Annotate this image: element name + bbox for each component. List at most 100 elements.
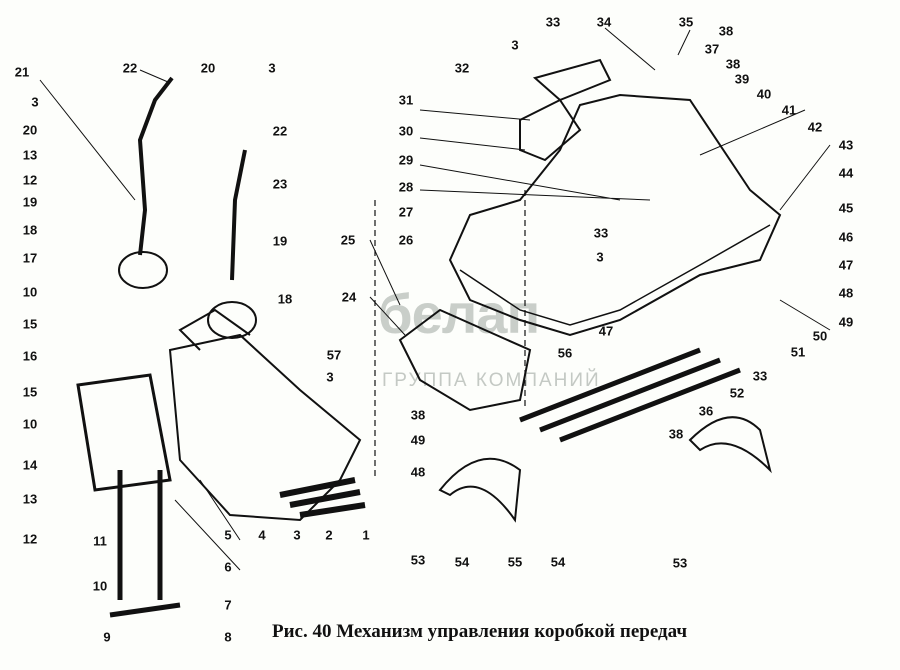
part-number-label: 29 xyxy=(398,152,414,168)
part-number-label: 38 xyxy=(725,56,741,72)
part-number-label: 18 xyxy=(22,222,38,238)
lever-shafts xyxy=(117,470,163,600)
part-number-label: 30 xyxy=(398,123,414,139)
part-number-label: 35 xyxy=(678,14,694,30)
part-number-label: 39 xyxy=(734,71,750,87)
part-number-label: 12 xyxy=(22,531,38,547)
part-number-label: 47 xyxy=(598,323,614,339)
part-number-label: 48 xyxy=(410,464,426,480)
part-number-label: 40 xyxy=(756,86,772,102)
part-number-label: 38 xyxy=(668,426,684,442)
lever-21 xyxy=(137,76,174,256)
part-number-label: 54 xyxy=(550,554,566,570)
fork-54a xyxy=(438,457,522,523)
part-number-label: 47 xyxy=(838,257,854,273)
part-number-label: 28 xyxy=(398,179,414,195)
gasket xyxy=(519,98,582,162)
part-number-label: 51 xyxy=(790,344,806,360)
part-number-label: 3 xyxy=(293,527,301,543)
bracket-24 xyxy=(398,308,532,412)
fork-54b xyxy=(688,416,772,474)
part-number-label: 3 xyxy=(268,60,276,76)
part-number-label: 13 xyxy=(22,147,38,163)
part-number-label: 15 xyxy=(22,316,38,332)
part-number-label: 38 xyxy=(410,407,426,423)
figure-caption: Рис. 40 Механизм управления коробкой пер… xyxy=(272,621,688,642)
part-number-label: 19 xyxy=(272,233,288,249)
part-number-label: 53 xyxy=(672,555,688,571)
part-number-label: 57 xyxy=(326,347,342,363)
part-number-label: 9 xyxy=(103,629,111,645)
part-number-label: 5 xyxy=(224,527,232,543)
part-number-label: 33 xyxy=(545,14,561,30)
part-number-label: 33 xyxy=(593,225,609,241)
part-number-label: 20 xyxy=(22,122,38,138)
part-number-label: 52 xyxy=(729,385,745,401)
part-number-label: 10 xyxy=(22,416,38,432)
part-number-label: 34 xyxy=(596,14,612,30)
part-number-label: 17 xyxy=(22,250,38,266)
part-number-label: 7 xyxy=(224,597,232,613)
lever-9 xyxy=(109,602,181,618)
part-number-label: 22 xyxy=(122,60,138,76)
part-number-label: 19 xyxy=(22,194,38,210)
part-number-label: 14 xyxy=(22,457,38,473)
part-number-label: 2 xyxy=(325,527,333,543)
plate-32 xyxy=(532,58,612,102)
part-number-label: 54 xyxy=(454,554,470,570)
part-number-label: 22 xyxy=(272,123,288,139)
part-number-label: 50 xyxy=(812,328,828,344)
part-number-label: 33 xyxy=(752,368,768,384)
part-number-label: 38 xyxy=(718,23,734,39)
part-number-label: 16 xyxy=(22,348,38,364)
part-number-label: 12 xyxy=(22,172,38,188)
rods xyxy=(279,477,366,518)
part-number-label: 55 xyxy=(507,554,523,570)
part-number-label: 37 xyxy=(704,41,720,57)
part-number-label: 6 xyxy=(224,559,232,575)
part-number-label: 46 xyxy=(838,229,854,245)
part-number-label: 48 xyxy=(838,285,854,301)
part-number-label: 44 xyxy=(838,165,854,181)
part-number-label: 15 xyxy=(22,384,38,400)
part-number-label: 45 xyxy=(838,200,854,216)
part-number-label: 24 xyxy=(341,289,357,305)
boot-19 xyxy=(118,251,168,289)
part-number-label: 56 xyxy=(557,345,573,361)
lever-23 xyxy=(230,149,247,281)
boot-18 xyxy=(207,301,257,339)
housing xyxy=(168,333,362,522)
part-number-label: 8 xyxy=(224,629,232,645)
part-number-label: 36 xyxy=(698,403,714,419)
part-number-label: 26 xyxy=(398,232,414,248)
part-number-label: 13 xyxy=(22,491,38,507)
part-number-label: 21 xyxy=(14,64,30,80)
part-number-label: 3 xyxy=(31,94,39,110)
part-number-label: 23 xyxy=(272,176,288,192)
part-number-label: 49 xyxy=(410,432,426,448)
gearbox-cover xyxy=(448,93,782,337)
part-number-label: 10 xyxy=(92,578,108,594)
part-number-label: 3 xyxy=(596,249,604,265)
part-number-label: 11 xyxy=(93,533,107,549)
part-number-label: 18 xyxy=(277,291,293,307)
part-number-label: 25 xyxy=(340,232,356,248)
watermark-subtitle: ГРУППА КОМПАНИЙ xyxy=(382,370,601,391)
part-number-label: 41 xyxy=(781,102,797,118)
part-number-label: 43 xyxy=(838,137,854,153)
part-number-label: 10 xyxy=(22,284,38,300)
part-number-label: 49 xyxy=(838,314,854,330)
part-number-label: 53 xyxy=(410,552,426,568)
part-number-label: 4 xyxy=(258,527,266,543)
part-number-label: 42 xyxy=(807,119,823,135)
part-number-label: 31 xyxy=(398,92,414,108)
shift-rods xyxy=(519,347,741,443)
part-number-label: 20 xyxy=(200,60,216,76)
part-number-label: 3 xyxy=(511,37,519,53)
part-number-label: 27 xyxy=(398,204,414,220)
part-number-label: 3 xyxy=(326,369,334,385)
side-cover xyxy=(76,373,172,492)
part-number-label: 32 xyxy=(454,60,470,76)
